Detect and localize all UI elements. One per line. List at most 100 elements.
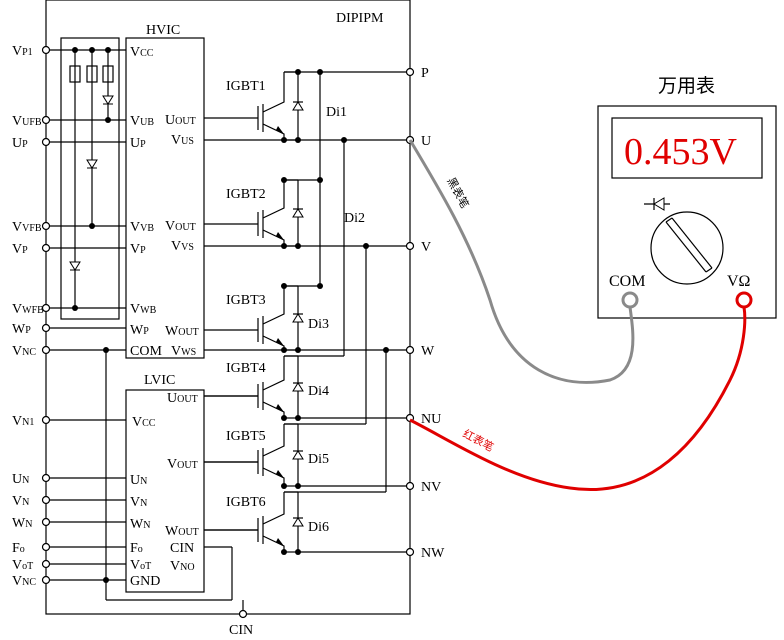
right-pin-label-1: U — [421, 134, 431, 149]
left-pin-group: VP1VUFBUPVVFBVPVWFBWPVNCVN1UNVNWNFoVoTVN… — [12, 44, 51, 589]
lvic-un-label: UN — [130, 473, 147, 488]
left-pin-label-6: WP — [12, 322, 31, 337]
emitter-arrow-4 — [276, 404, 284, 412]
left-pin-label-10: VN — [12, 494, 29, 509]
lvic-vn-label: VN — [130, 495, 147, 510]
left-pin-label-14: VNC — [12, 574, 36, 589]
lvic-title: LVIC — [144, 373, 175, 388]
emitter-dot-5 — [281, 483, 287, 489]
left-pin-label-3: VVFB — [12, 220, 42, 235]
left-pin-label-11: WN — [12, 516, 32, 531]
hvic-com-label: COM — [130, 344, 162, 359]
hvic-vwb-label: VWB — [130, 302, 157, 317]
right-pin-label-0: P — [421, 66, 429, 81]
igbt-label-2: IGBT2 — [226, 187, 266, 202]
left-pin-terminal-4 — [41, 243, 51, 253]
left-pin-label-4: VP — [12, 242, 28, 257]
collector-1 — [262, 72, 285, 113]
multimeter-reading: 0.453V — [624, 131, 738, 173]
lvic-pin-labels: VCC UN VN WN Fo VoT GND UOUT VOUT WOUT C… — [130, 391, 199, 589]
collector-5 — [262, 424, 285, 457]
left-pin-terminal-12 — [41, 542, 51, 552]
hvic-vws-label: VWS — [171, 344, 196, 359]
left-pin-label-5: VWFB — [12, 302, 44, 317]
diode-label-5: Di5 — [308, 452, 329, 467]
igbt-label-1: IGBT1 — [226, 79, 266, 94]
bootstrap-circuit — [69, 50, 114, 308]
lvic-vout-label: VOUT — [167, 457, 198, 472]
right-pin-terminal-2 — [405, 241, 415, 251]
diode-label-1: Di1 — [326, 105, 347, 120]
left-pin-label-12: Fo — [12, 541, 25, 556]
left-input-wires — [46, 49, 126, 581]
power-stage: IGBT1Di1IGBT2Di2IGBT3Di3IGBT4Di4IGBT5Di5… — [204, 69, 410, 555]
lvic-box — [125, 389, 205, 593]
hvic-pin-labels: VCC VUB UP VVB VP VWB WP COM UOUT VUS VO… — [130, 45, 199, 359]
left-pin-terminal-9 — [41, 473, 51, 483]
right-pin-label-3: W — [421, 344, 435, 359]
rail-wires — [204, 71, 410, 553]
com-jack[interactable] — [621, 291, 639, 309]
diode-body-2 — [292, 208, 304, 218]
hvic-box — [125, 37, 205, 359]
emitter-5 — [262, 467, 285, 486]
hvic-vus-label: VUS — [171, 133, 194, 148]
lvic-vcc-label: VCC — [132, 415, 156, 430]
bus-dot-2 — [317, 177, 323, 183]
diode-label-3: Di3 — [308, 317, 329, 332]
left-pin-terminal-3 — [41, 221, 51, 231]
emitter-arrow-1 — [276, 126, 284, 134]
left-pin-terminal-5 — [41, 303, 51, 313]
left-pin-terminal-2 — [41, 137, 51, 147]
left-pin-terminal-7 — [41, 345, 51, 355]
vohm-jack[interactable] — [735, 291, 753, 309]
bootstrap-diodes — [69, 95, 114, 271]
emitter-arrow-2 — [276, 232, 284, 240]
lvic-cin-label: CIN — [170, 541, 194, 556]
lvic-wout-label: WOUT — [165, 524, 199, 539]
emitter-arrow-3 — [276, 338, 284, 346]
hvic-wout-label: WOUT — [165, 324, 199, 339]
multimeter-display — [611, 117, 763, 179]
red-probe-lead — [409, 306, 747, 491]
vohm-jack-label: VΩ — [727, 273, 751, 290]
diode-body-6 — [292, 517, 304, 527]
bus-dot-6 — [383, 347, 389, 353]
diode-label-4: Di4 — [308, 384, 329, 399]
selector-dial[interactable] — [650, 211, 724, 285]
lvic-gnd-label: GND — [130, 574, 160, 589]
left-pin-terminal-8 — [41, 415, 51, 425]
right-pin-terminal-3 — [405, 345, 415, 355]
emitter-dot-6 — [281, 549, 287, 555]
diode-label-2: Di2 — [344, 211, 365, 226]
lvic-wn-label: WN — [130, 517, 150, 532]
hvic-vout-label: VOUT — [165, 219, 196, 234]
hvic-vcc-label: VCC — [130, 45, 154, 60]
right-pin-label-5: NV — [421, 480, 441, 495]
igbt-label-3: IGBT3 — [226, 293, 266, 308]
collector-2 — [262, 180, 285, 219]
bus-dot-1 — [317, 69, 323, 75]
lvic-uout-label: UOUT — [167, 391, 198, 406]
left-pin-label-7: VNC — [12, 344, 36, 359]
cin-pin-label: CIN — [229, 623, 253, 638]
right-pin-label-4: NU — [421, 412, 441, 427]
emitter-dot-4 — [281, 415, 287, 421]
left-pin-terminal-11 — [41, 517, 51, 527]
igbt-label-6: IGBT6 — [226, 495, 266, 510]
hvic-vvs-label: VVS — [171, 239, 194, 254]
left-pin-terminal-0 — [41, 45, 51, 55]
bus-dot-5 — [363, 243, 369, 249]
common-ground-dots — [103, 347, 109, 583]
left-pin-label-13: VoT — [12, 558, 33, 573]
left-pin-terminal-6 — [41, 323, 51, 333]
common-ground-wiring — [105, 350, 244, 614]
